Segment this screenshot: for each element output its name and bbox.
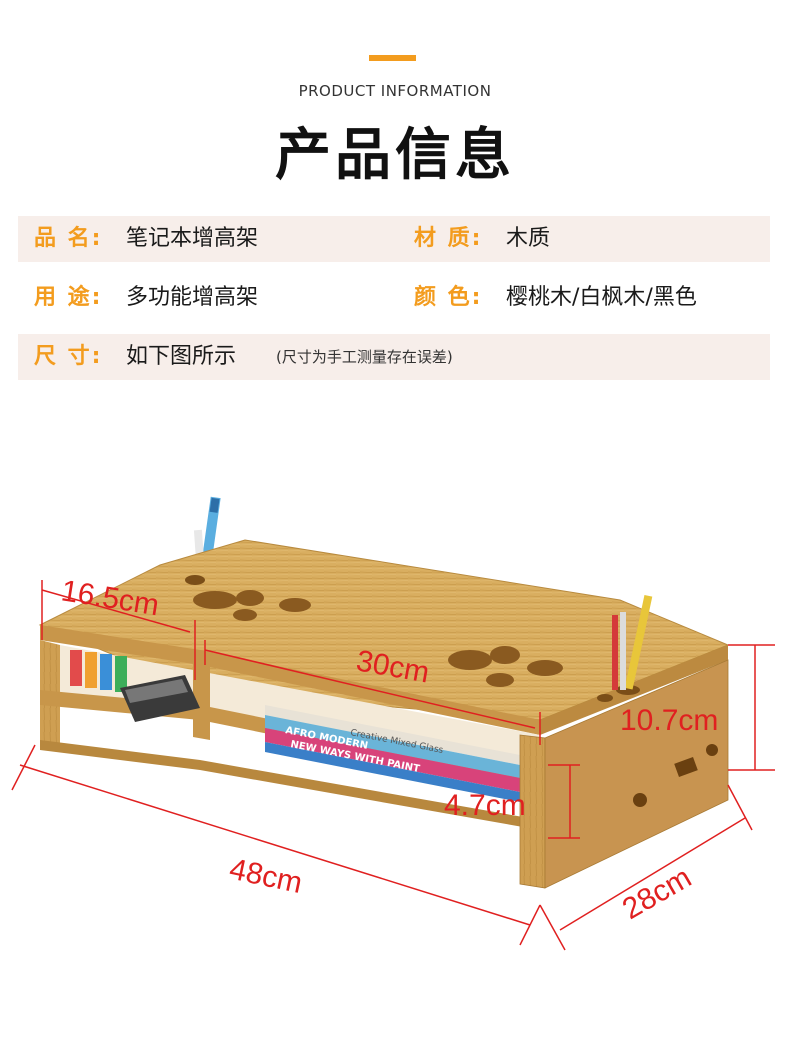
color-label: 颜 色: xyxy=(414,285,483,310)
dim-height: 10.7cm xyxy=(620,704,718,737)
page-title: 产品信息 xyxy=(275,123,515,188)
color-value: 樱桃木/白枫木/黑色 xyxy=(506,285,697,310)
dim-length: 48cm xyxy=(227,853,306,901)
spec-row-3: 尺 寸: 如下图所示 (尺寸为手工测量存在误差) xyxy=(18,334,770,380)
material-label: 材 质: xyxy=(414,226,483,251)
name-value: 笔记本增高架 xyxy=(126,226,259,251)
use-label: 用 途: xyxy=(34,285,103,310)
material-value: 木质 xyxy=(506,226,551,251)
name-label: 品 名: xyxy=(34,226,103,251)
size-note: (尺寸为手工测量存在误差) xyxy=(276,348,453,366)
use-value: 多功能增高架 xyxy=(126,285,259,310)
size-value: 如下图所示 xyxy=(126,344,237,369)
dimension-lines xyxy=(11,580,775,951)
dim-gap: 4.7cm xyxy=(444,789,526,822)
pen-holder-right xyxy=(612,594,653,690)
product-illustration: Creative Mixed Glass AFRO MODERN NEW WAY… xyxy=(11,496,775,951)
markers xyxy=(70,650,127,692)
spec-row-1: 品 名: 笔记本增高架 材 质: 木质 xyxy=(18,216,770,262)
accent-bar xyxy=(369,55,416,61)
eyebrow-text: PRODUCT INFORMATION xyxy=(298,82,492,100)
size-label: 尺 寸: xyxy=(34,344,103,369)
flower-cutout-right xyxy=(448,646,563,687)
spec-row-2: 用 途: 多功能增高架 颜 色: 樱桃木/白枫木/黑色 xyxy=(18,275,770,321)
flower-cutout-left xyxy=(193,590,311,621)
